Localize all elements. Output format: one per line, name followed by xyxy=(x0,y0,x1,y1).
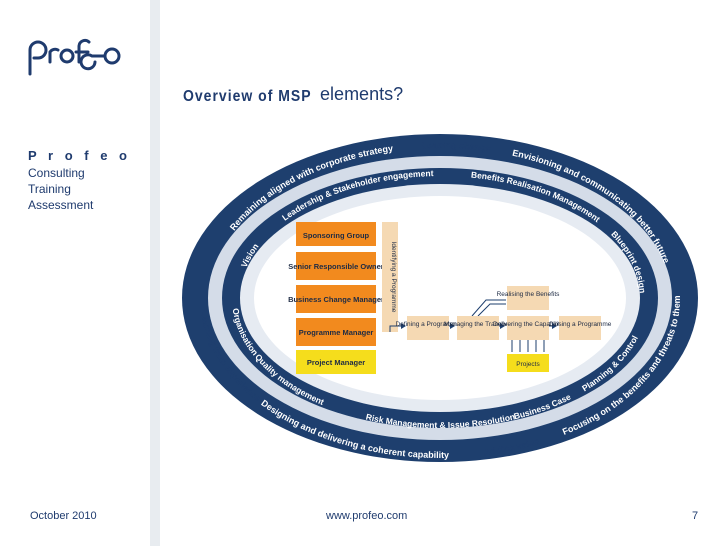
role-box-project-manager xyxy=(296,350,376,374)
projects-arrows xyxy=(511,340,545,352)
sidebar xyxy=(0,0,160,546)
arrowheads xyxy=(401,323,557,329)
profeo-logo xyxy=(28,38,121,76)
process-box-managing xyxy=(457,316,499,340)
role-boxes: Sponsoring Group Senior Responsible Owne… xyxy=(288,222,384,374)
role-label-sro: Senior Responsible Owner xyxy=(288,262,384,271)
slide-title: Overview of MSP elements? xyxy=(183,84,403,105)
role-label-pm: Programme Manager xyxy=(299,328,374,337)
role-label-bcm: Business Change Manager xyxy=(288,295,384,304)
role-label-project-manager: Project Manager xyxy=(307,358,365,367)
slide-title-part1: Overview of MSP xyxy=(183,85,312,105)
process-label-delivering: Delivering the Capability xyxy=(493,321,564,328)
brand-name: P r o f e o xyxy=(28,148,131,163)
role-label-sponsoring-group: Sponsoring Group xyxy=(303,231,370,240)
role-box-sro xyxy=(296,252,376,280)
projects-label: Projects xyxy=(516,361,540,368)
flow-lines xyxy=(389,325,404,332)
process-box-defining xyxy=(407,316,449,340)
brand-block: P r o f e o Consulting Training Assessme… xyxy=(28,148,131,213)
projects-box xyxy=(507,354,549,372)
process-box-realising xyxy=(507,286,549,310)
process-label-realising: Realising the Benefits xyxy=(497,291,561,298)
role-box-sponsoring-group xyxy=(296,222,376,246)
footer-date: October 2010 xyxy=(30,510,97,522)
identifying-programme-box xyxy=(382,222,398,332)
page-number: 7 xyxy=(692,510,699,522)
process-label-closing: Closing a Programme xyxy=(549,321,612,328)
brand-line-assessment: Assessment xyxy=(28,198,94,212)
brand-line-consulting: Consulting xyxy=(28,166,85,180)
flow-manage-to-realise xyxy=(471,299,506,317)
process-label-defining: Defining a Programme xyxy=(395,321,460,328)
brand-line-training: Training xyxy=(28,182,71,196)
slide-title-part2: elements? xyxy=(320,84,404,104)
center-area xyxy=(254,196,626,400)
process-box-delivering xyxy=(507,316,549,340)
role-box-bcm xyxy=(296,285,376,313)
footer-url[interactable]: www.profeo.com xyxy=(326,510,408,522)
identifying-programme-label: Identifying a Programme xyxy=(390,242,397,313)
msp-diagram: Remaining aligned with corporate strateg… xyxy=(170,128,698,462)
process-label-managing: Managing the Tranches xyxy=(444,321,513,328)
role-box-pm xyxy=(296,318,376,346)
process-box-closing xyxy=(559,316,601,340)
